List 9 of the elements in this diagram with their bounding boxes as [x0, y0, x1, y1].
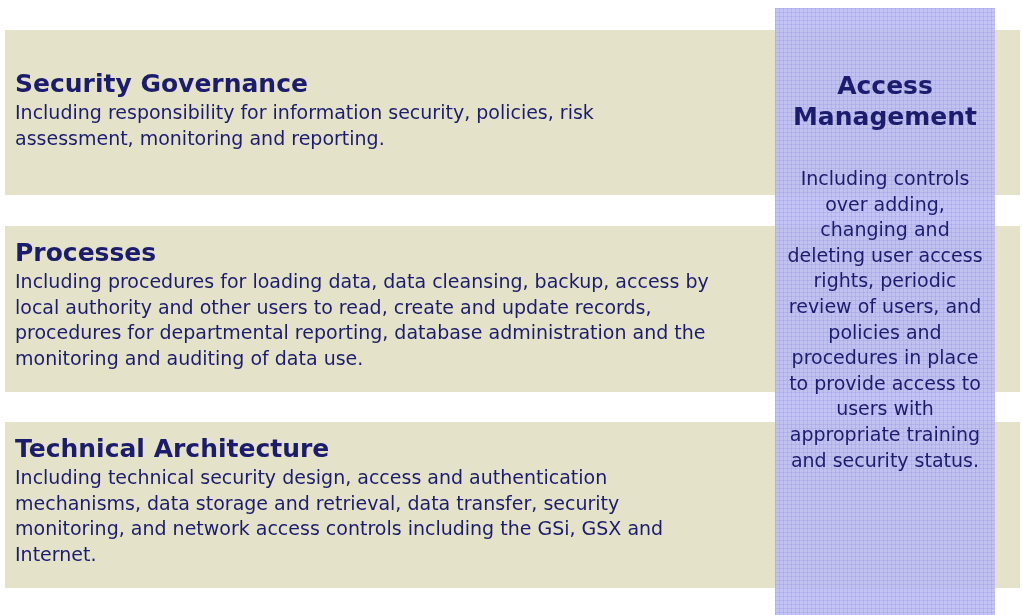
band-description: Including procedures for loading data, data cleansing, backup, access by local authority and other users to read, create and update records, procedures for departmental reporting, database administration and the monitoring and auditing of data use.	[15, 269, 710, 371]
band-description: Including responsibility for information security, policies, risk assessment, monitoring and reporting.	[15, 100, 595, 151]
column-heading: Access Management	[792, 70, 978, 132]
overlay-column	[775, 8, 995, 615]
band-description: Including technical security design, access and authentication mechanisms, data storage and retrieval, data transfer, security monitoring, and network access controls including the GSi, GSX and Internet.	[15, 465, 665, 567]
column-description: Including controls over adding, changing and deleting user access rights, periodic review of users, and policies and procedures in place to provide access to users with appropriate training and security status.	[786, 166, 984, 473]
band-heading: Processes	[15, 238, 157, 267]
band-heading: Technical Architecture	[15, 434, 330, 463]
band-heading: Security Governance	[15, 69, 308, 98]
